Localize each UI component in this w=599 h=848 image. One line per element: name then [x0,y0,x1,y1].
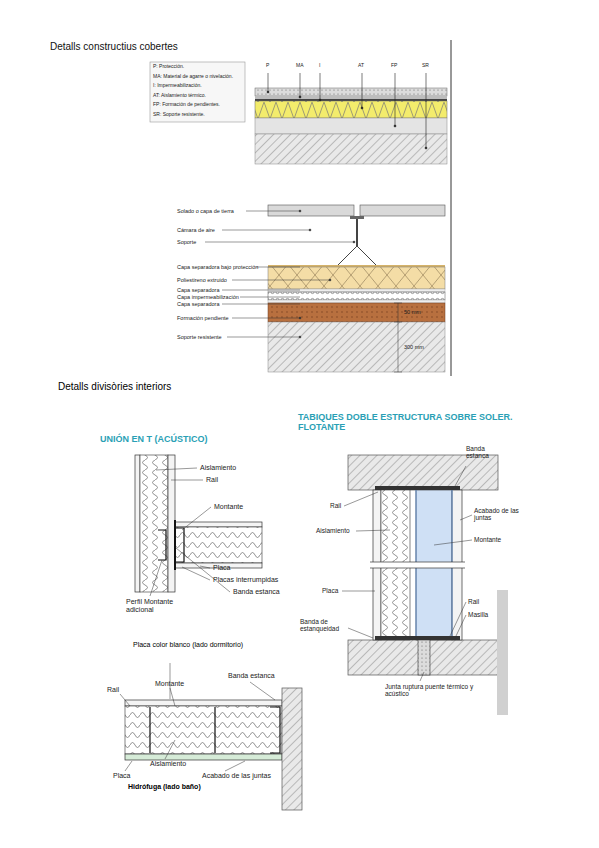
part-label: Banda estanca [466,445,508,460]
detail-title: UNIÓN EN T (ACÚSTICO) [100,434,208,444]
part-label: Rail [330,502,341,509]
part-label: Rail [107,686,119,694]
dimension: 300 mm [404,344,424,350]
bathroom-partition-detail [120,663,302,810]
layer-code: P [266,63,269,69]
part-label: Montante [474,536,501,543]
part-label: Perfil Montante adicional [126,598,198,614]
legend-line: SR: Soporte resistente. [153,112,205,118]
part-label: Banda estanca [233,588,280,596]
layer-label: Capa impermeabilización [177,294,239,300]
part-label: Rail [206,476,218,484]
double-stud-detail [342,455,508,715]
part-label: Junta ruptura puente térmico y acústico [385,683,485,698]
dimension: 50 mm [404,309,421,315]
section-heading: Detalls divisòries interiors [58,381,171,393]
layer-label: Poliestireno extruido [177,277,227,283]
part-label: Montante [214,503,243,511]
part-label: Acabado de las juntas [474,507,522,522]
part-label: Aislamiento [200,464,236,472]
part-label: Montante [155,680,184,688]
layer-code: AT [358,63,364,69]
layer-label: Soporte [177,239,196,245]
legend-line: I: Impermeabilización. [153,83,202,89]
part-label: Aislamiento [316,527,350,534]
roof-layers-detail [150,40,451,376]
layer-label: Capa separadora [177,301,220,307]
layer-label: Solado o capa de tierra [177,208,234,214]
part-label: Acabado de las juntas [202,772,271,780]
inverted-roof-detail [205,205,445,372]
layer-label: Cámara de aire [177,227,215,233]
part-label: Banda estanca [228,672,275,680]
part-label: Placas interrumpidas [213,576,278,584]
page-heading: Detalls constructius cobertes [50,41,178,53]
detail-title: TABIQUES DOBLE ESTRUCTURA SOBRE SOLER. F… [298,412,513,433]
side-label: Placa color blanco (lado dormitorio) [133,641,258,649]
layer-label: Formación pendiente [177,315,229,321]
legend-line: MA: Material de agarre o nivelación. [153,74,233,80]
part-label: Banda de estanqueidad [300,618,352,633]
layer-code: MA [296,63,304,69]
t-junction-detail [135,455,262,596]
legend-line: FP: Formación de pendientes. [153,102,220,108]
layer-label: Soporte resistente [177,334,222,340]
legend-line: P: Protección. [153,64,184,70]
layer-code: FP [391,63,397,69]
layer-code: SR [422,63,429,69]
layer-code: I [319,63,320,69]
legend-line: AT: Aislamiento térmico. [153,93,206,99]
side-label: Hidrófuga (lado baño) [128,783,201,791]
part-label: Rail [468,598,479,605]
part-label: Placa [213,564,231,572]
layer-label: Capa separadora [177,287,220,293]
part-label: Placa [322,587,338,594]
part-label: Masilla [468,611,488,618]
layer-label: Capa separadora bajo protección [177,264,258,270]
part-label: Aislamiento [150,760,186,768]
part-label: Placa [113,772,131,780]
